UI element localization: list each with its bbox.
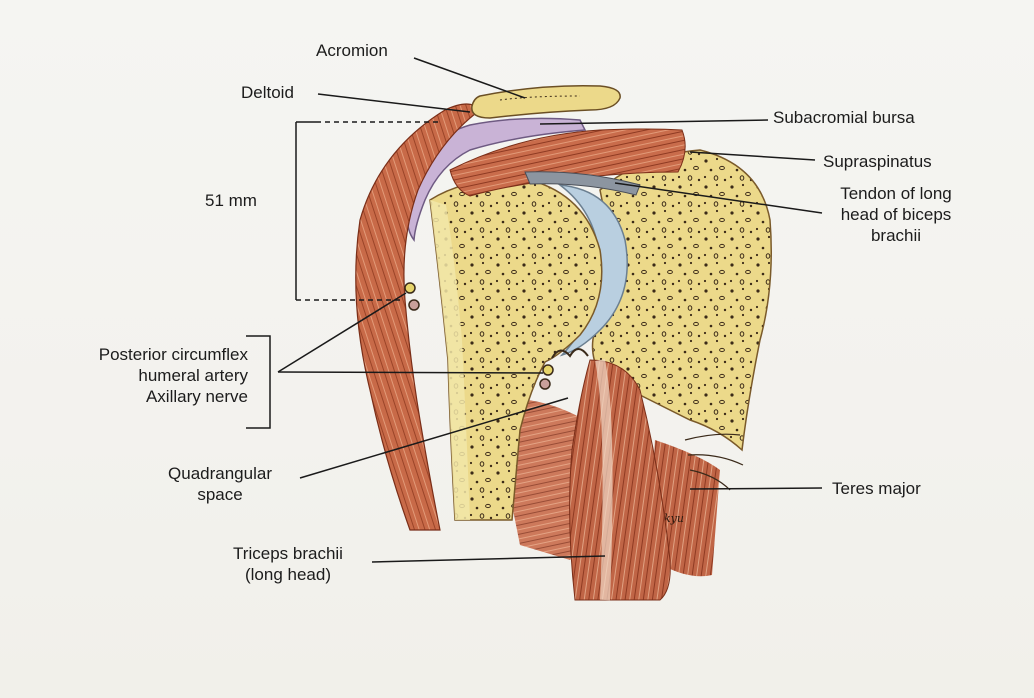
- label-biceps-line1: Tendon of long: [826, 183, 966, 204]
- label-quad-line2: space: [140, 484, 300, 505]
- artist-signature: kyu: [664, 512, 684, 525]
- label-triceps: Triceps brachii (long head): [208, 543, 368, 585]
- lower-artery-cross-section: [540, 379, 550, 389]
- label-biceps-line2: head of biceps: [826, 204, 966, 225]
- label-pcha-line1: Posterior circumflex: [40, 344, 248, 365]
- label-deltoid: Deltoid: [241, 82, 294, 103]
- acromion-bone: [472, 86, 620, 118]
- label-pcha-line2: humeral artery: [40, 365, 248, 386]
- label-measurement: 51 mm: [205, 190, 257, 211]
- label-subacromial-bursa: Subacromial bursa: [773, 107, 915, 128]
- leader-pcha-lower: [278, 372, 543, 373]
- leader-deltoid: [318, 94, 470, 112]
- label-quadrangular-space: Quadrangular space: [140, 463, 300, 505]
- label-supraspinatus: Supraspinatus: [823, 151, 932, 172]
- lower-nerve-cross-section: [543, 365, 553, 375]
- label-pcha-group: Posterior circumflex humeral artery Axil…: [40, 344, 248, 407]
- leader-acromion: [414, 58, 525, 98]
- label-teres-major: Teres major: [832, 478, 921, 499]
- nerve-label-bracket: [246, 336, 270, 428]
- upper-artery-cross-section: [409, 300, 419, 310]
- leader-teres-major: [690, 488, 822, 489]
- label-triceps-line2: (long head): [208, 564, 368, 585]
- label-axillary-nerve: Axillary nerve: [40, 386, 248, 407]
- label-triceps-line1: Triceps brachii: [208, 543, 368, 564]
- label-biceps-tendon: Tendon of long head of biceps brachii: [826, 183, 966, 246]
- label-quad-line1: Quadrangular: [140, 463, 300, 484]
- label-acromion: Acromion: [316, 40, 388, 61]
- label-biceps-line3: brachii: [826, 225, 966, 246]
- upper-nerve-cross-section: [405, 283, 415, 293]
